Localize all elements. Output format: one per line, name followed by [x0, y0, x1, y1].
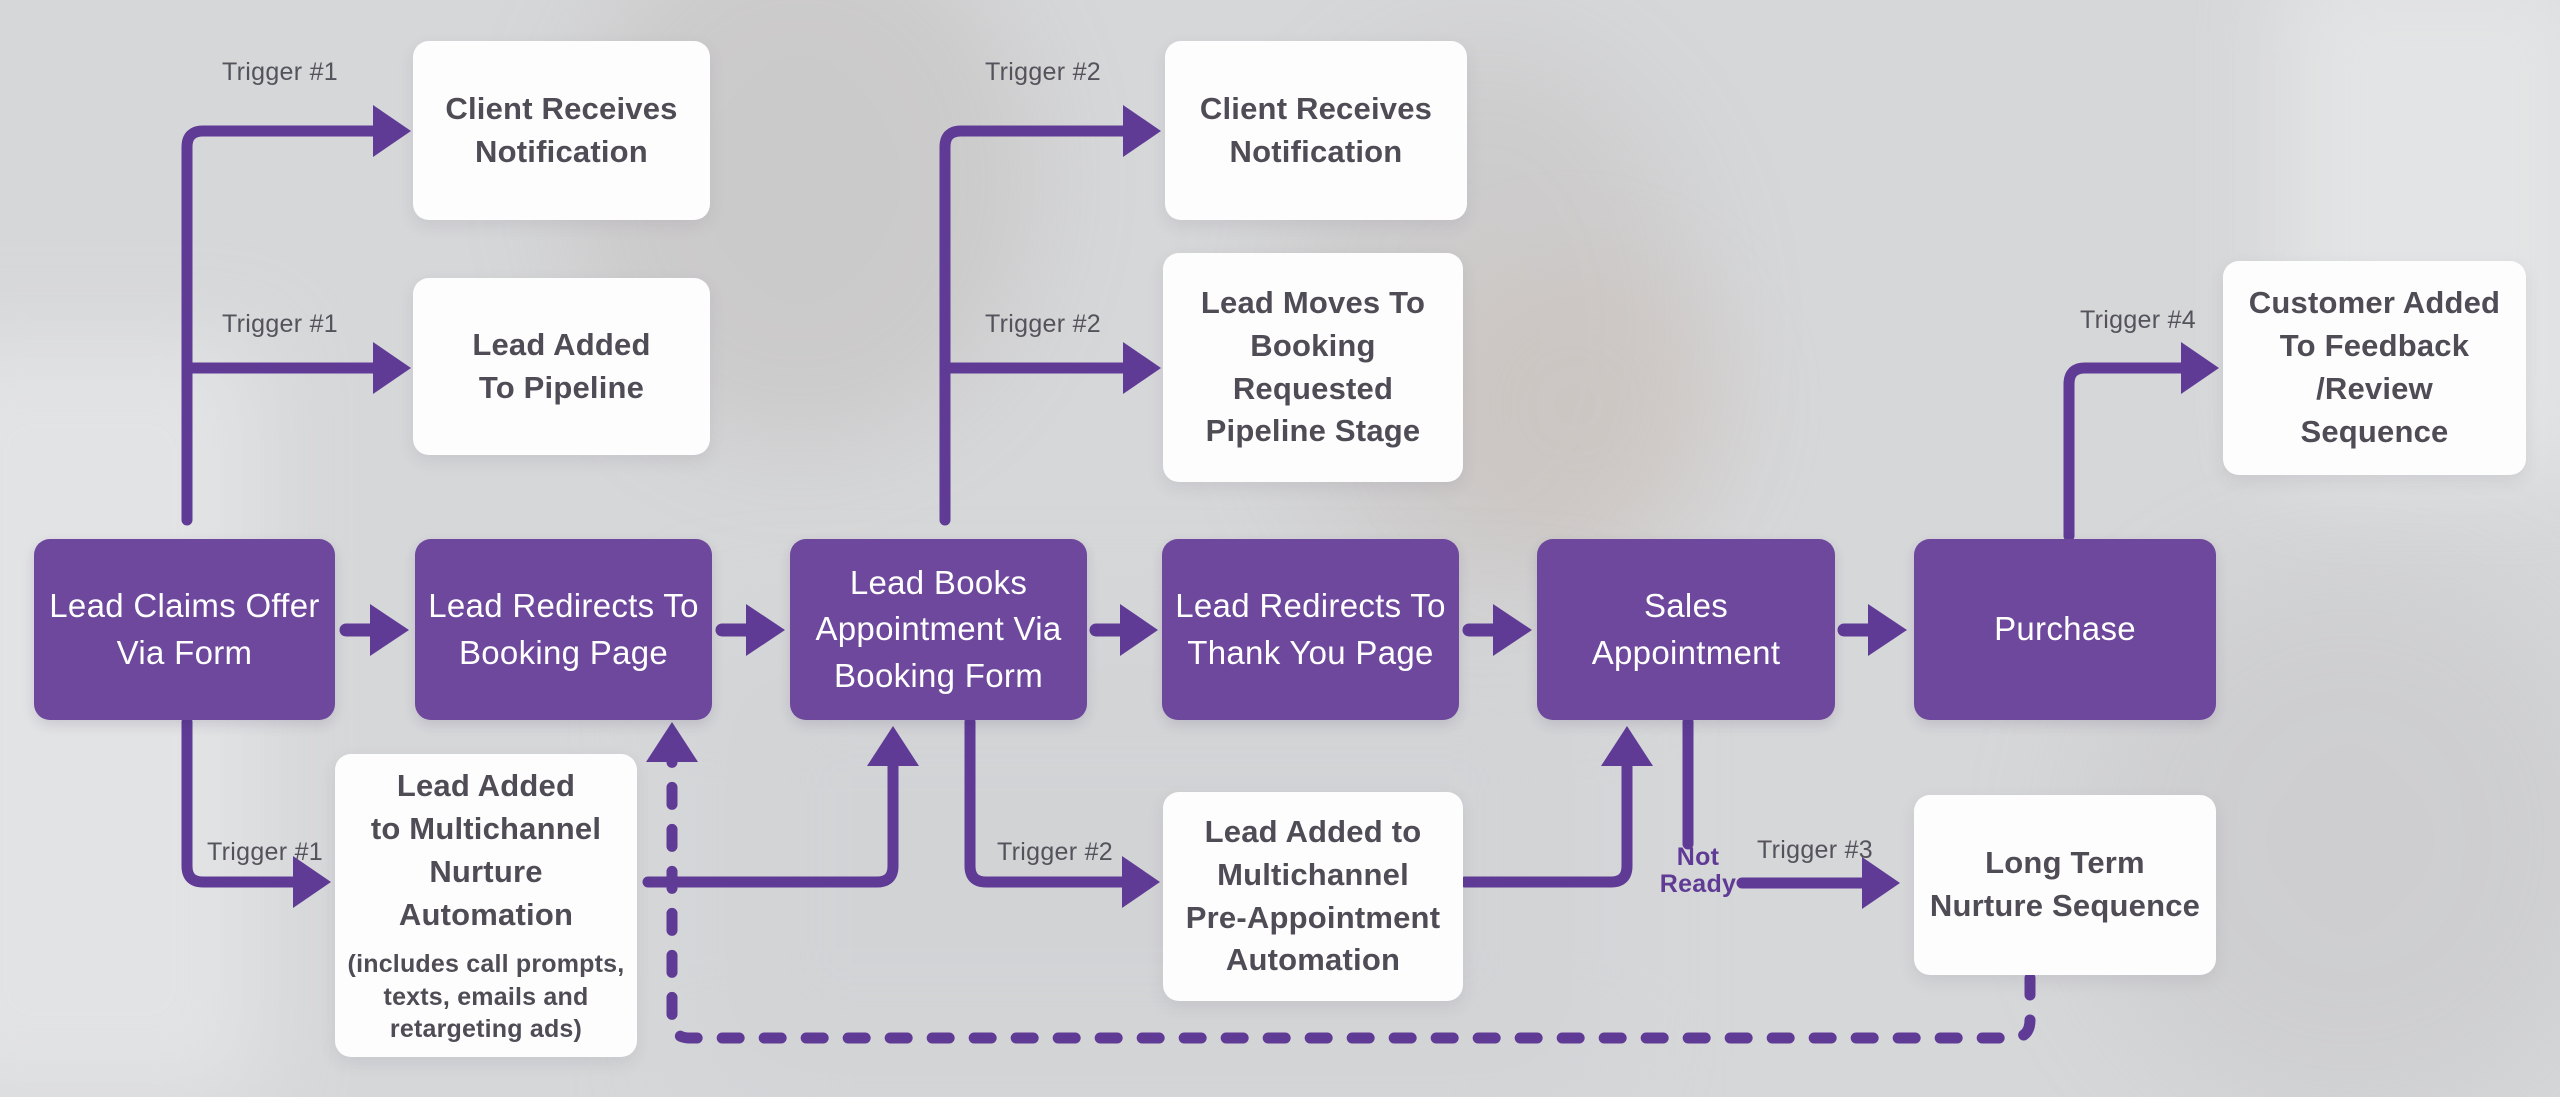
stage-box-lead-claims-offer: Lead Claims Offer Via Form [34, 539, 335, 720]
label-trigger-2-top: Trigger #2 [985, 58, 1102, 86]
label-trigger-4: Trigger #4 [2080, 306, 2197, 334]
label-trigger-3: Trigger #3 [1757, 836, 1874, 864]
connector-preappointment-to-sales [1459, 758, 1633, 888]
label-trigger-2-bottom: Trigger #2 [997, 838, 1114, 866]
label-trigger-1-bottom: Trigger #1 [207, 838, 324, 866]
stage-box-lead-redirects-thankyou: Lead Redirects To Thank You Page [1162, 539, 1459, 720]
nurture-automation-subtitle: (includes call prompts, texts, emails an… [347, 950, 625, 1044]
outcome-box-lead-added-pipeline: Lead Added To Pipeline [413, 278, 710, 455]
arrowhead-trigger3-longterm [1862, 857, 1900, 909]
arrowhead-trigger2-preappointment [1122, 856, 1160, 908]
arrowhead-trigger2-client-notification [1123, 105, 1161, 157]
outcome-box-client-notification-1: Client Receives Notification [413, 41, 710, 220]
arrowhead-stage3-stage4 [1120, 604, 1158, 656]
arrowhead-stage1-stage2 [370, 604, 409, 656]
arrowhead-trigger2-booking-stage [1123, 342, 1161, 394]
outcome-box-client-notification-2: Client Receives Notification [1165, 41, 1467, 220]
stage-box-lead-books-appointment: Lead Books Appointment Via Booking Form [790, 539, 1087, 720]
arrowhead-stage4-stage5 [1493, 604, 1532, 656]
arrowhead-stage2-stage3 [746, 604, 785, 656]
outcome-box-nurture-automation: Lead Added to Multichannel Nurture Autom… [335, 754, 637, 1057]
outcome-box-lead-moves-booking-stage: Lead Moves To Booking Requested Pipeline… [1163, 253, 1463, 482]
arrowhead-nurture-to-booking-form [867, 726, 919, 766]
outcome-box-long-term-nurture: Long Term Nurture Sequence [1914, 795, 2216, 975]
outcome-box-pre-appointment-automation: Lead Added to Multichannel Pre-Appointme… [1163, 792, 1463, 1001]
label-trigger-1-top: Trigger #1 [222, 58, 339, 86]
label-not-ready: Not Ready [1659, 843, 1737, 898]
arrowhead-stage5-stage6 [1868, 604, 1907, 656]
arrowhead-trigger1-lead-added-pipeline [373, 342, 411, 394]
stage-box-sales-appointment: Sales Appointment [1537, 539, 1835, 720]
label-trigger-1-mid: Trigger #1 [222, 310, 339, 338]
stage-box-lead-redirects-booking: Lead Redirects To Booking Page [415, 539, 712, 720]
connector-trigger4-feedback [2063, 362, 2187, 542]
nurture-automation-title: Lead Added to Multichannel Nurture Autom… [370, 768, 602, 932]
connector-nurture-to-booking-form [642, 758, 899, 888]
arrowhead-preappointment-to-sales [1601, 726, 1653, 766]
outcome-box-customer-feedback-sequence: Customer Added To Feedback /Review Seque… [2223, 261, 2526, 475]
connector-trigger1-trunk [181, 125, 379, 526]
arrowhead-dashed-into-booking-page [646, 722, 698, 762]
arrowhead-trigger1-client-notification [373, 105, 411, 157]
stage-box-purchase: Purchase [1914, 539, 2216, 720]
arrowhead-trigger1-nurture [293, 856, 331, 908]
connector-trigger2-trunk [939, 125, 1129, 526]
label-trigger-2-mid: Trigger #2 [985, 310, 1102, 338]
arrowhead-trigger4-feedback [2181, 342, 2219, 394]
